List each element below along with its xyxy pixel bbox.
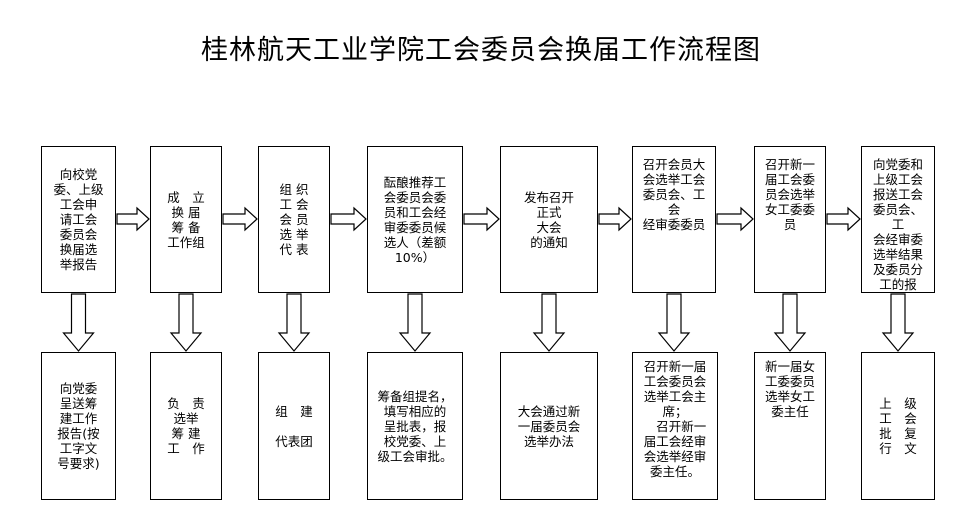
detail-box-3: 组 建 代表团 bbox=[258, 352, 330, 500]
step-box-3: 组 织 工 会 会 员 选 举 代 表 bbox=[258, 146, 330, 293]
detail-box-8: 上 级 工 会 批 复 行 文 bbox=[861, 352, 935, 500]
right-arrow-1 bbox=[116, 206, 150, 232]
step-box-1: 向校党 委、上级 工会申 请工会 委员会 换届选 举报告 bbox=[41, 146, 116, 293]
detail-text: 筹备组提名， 填写相应的 呈批表，报 校党委、上 级工会审批。 bbox=[377, 388, 453, 464]
down-arrow-4 bbox=[398, 293, 432, 352]
right-arrow-6 bbox=[716, 206, 754, 232]
detail-text: 大会通过新 一届委员会 选举办法 bbox=[517, 403, 581, 449]
detail-text: 组 建 代表团 bbox=[275, 403, 313, 449]
step-box-7: 召开新一 届工会委 员会选举 女工委委 员 bbox=[754, 146, 826, 293]
right-arrow-4 bbox=[463, 206, 500, 232]
step-box-5: 发布召开 正式 大会 的通知 bbox=[500, 146, 598, 293]
detail-box-6: 召开新一届 工会委员会 选举工会主 席； 召开新一 届工会经审 会选举经审 委主… bbox=[632, 352, 718, 500]
down-arrow-5 bbox=[532, 293, 566, 352]
detail-text: 上 级 工 会 批 复 行 文 bbox=[879, 396, 917, 456]
right-arrow-5 bbox=[598, 206, 632, 232]
step-text: 向校党 委、上级 工会申 请工会 委员会 换届选 举报告 bbox=[53, 167, 104, 272]
step-text: 召开会员大 会选举工会 委员会、工会 经审委委员 bbox=[642, 157, 706, 232]
down-arrow-3 bbox=[277, 293, 311, 352]
down-arrow-2 bbox=[169, 293, 203, 352]
vertical-arrows bbox=[62, 293, 915, 352]
step-text: 酝酿推荐工 会委员会委 员和工会经 审委委员候 选人（差额 10%） bbox=[383, 174, 447, 265]
step-text: 召开新一 届工会委 员会选举 女工委委 员 bbox=[764, 157, 815, 232]
step-box-2: 成 立 换 届 筹 备 工作组 bbox=[150, 146, 222, 293]
down-arrow-1 bbox=[62, 293, 95, 352]
detail-text: 召开新一届 工会委员会 选举工会主 席； 召开新一 届工会经审 会选举经审 委主… bbox=[643, 359, 707, 479]
down-arrow-8 bbox=[881, 293, 915, 352]
right-arrow-2 bbox=[222, 206, 258, 232]
step-box-6: 召开会员大 会选举工会 委员会、工会 经审委委员 bbox=[632, 146, 716, 293]
detail-text: 向党委 呈送筹 建工作 报告(按 工字文 号要求) bbox=[57, 381, 100, 471]
down-arrow-6 bbox=[657, 293, 691, 352]
step-box-4: 酝酿推荐工 会委员会委 员和工会经 审委委员候 选人（差额 10%） bbox=[367, 146, 463, 293]
right-arrow-3 bbox=[330, 206, 367, 232]
step-text: 发布召开 正式 大会 的通知 bbox=[523, 189, 574, 250]
detail-box-7: 新一届女 工委委员 选举女工 委主任 bbox=[754, 352, 826, 500]
detail-box-2: 负 责 选举 筹 建 工 作 bbox=[150, 352, 222, 500]
horizontal-arrows bbox=[116, 206, 861, 232]
detail-box-5: 大会通过新 一届委员会 选举办法 bbox=[500, 352, 598, 500]
detail-box-4: 筹备组提名， 填写相应的 呈批表，报 校党委、上 级工会审批。 bbox=[367, 352, 463, 500]
right-arrow-7 bbox=[826, 206, 861, 232]
step-text: 成 立 换 届 筹 备 工作组 bbox=[167, 189, 205, 250]
step-text: 向党委和 上级工会 报送工会 委员会、工 会经审委 选举结果 及委员分 工的报告… bbox=[872, 157, 923, 292]
detail-text: 负 责 选举 筹 建 工 作 bbox=[167, 396, 205, 456]
step-box-8: 向党委和 上级工会 报送工会 委员会、工 会经审委 选举结果 及委员分 工的报告… bbox=[861, 146, 935, 293]
detail-text: 新一届女 工委委员 选举女工 委主任 bbox=[764, 359, 815, 419]
detail-box-1: 向党委 呈送筹 建工作 报告(按 工字文 号要求) bbox=[41, 352, 116, 500]
step-text: 组 织 工 会 会 员 选 举 代 表 bbox=[279, 182, 309, 257]
down-arrow-7 bbox=[773, 293, 807, 352]
page-title: 桂林航天工业学院工会委员会换届工作流程图 bbox=[201, 35, 761, 66]
